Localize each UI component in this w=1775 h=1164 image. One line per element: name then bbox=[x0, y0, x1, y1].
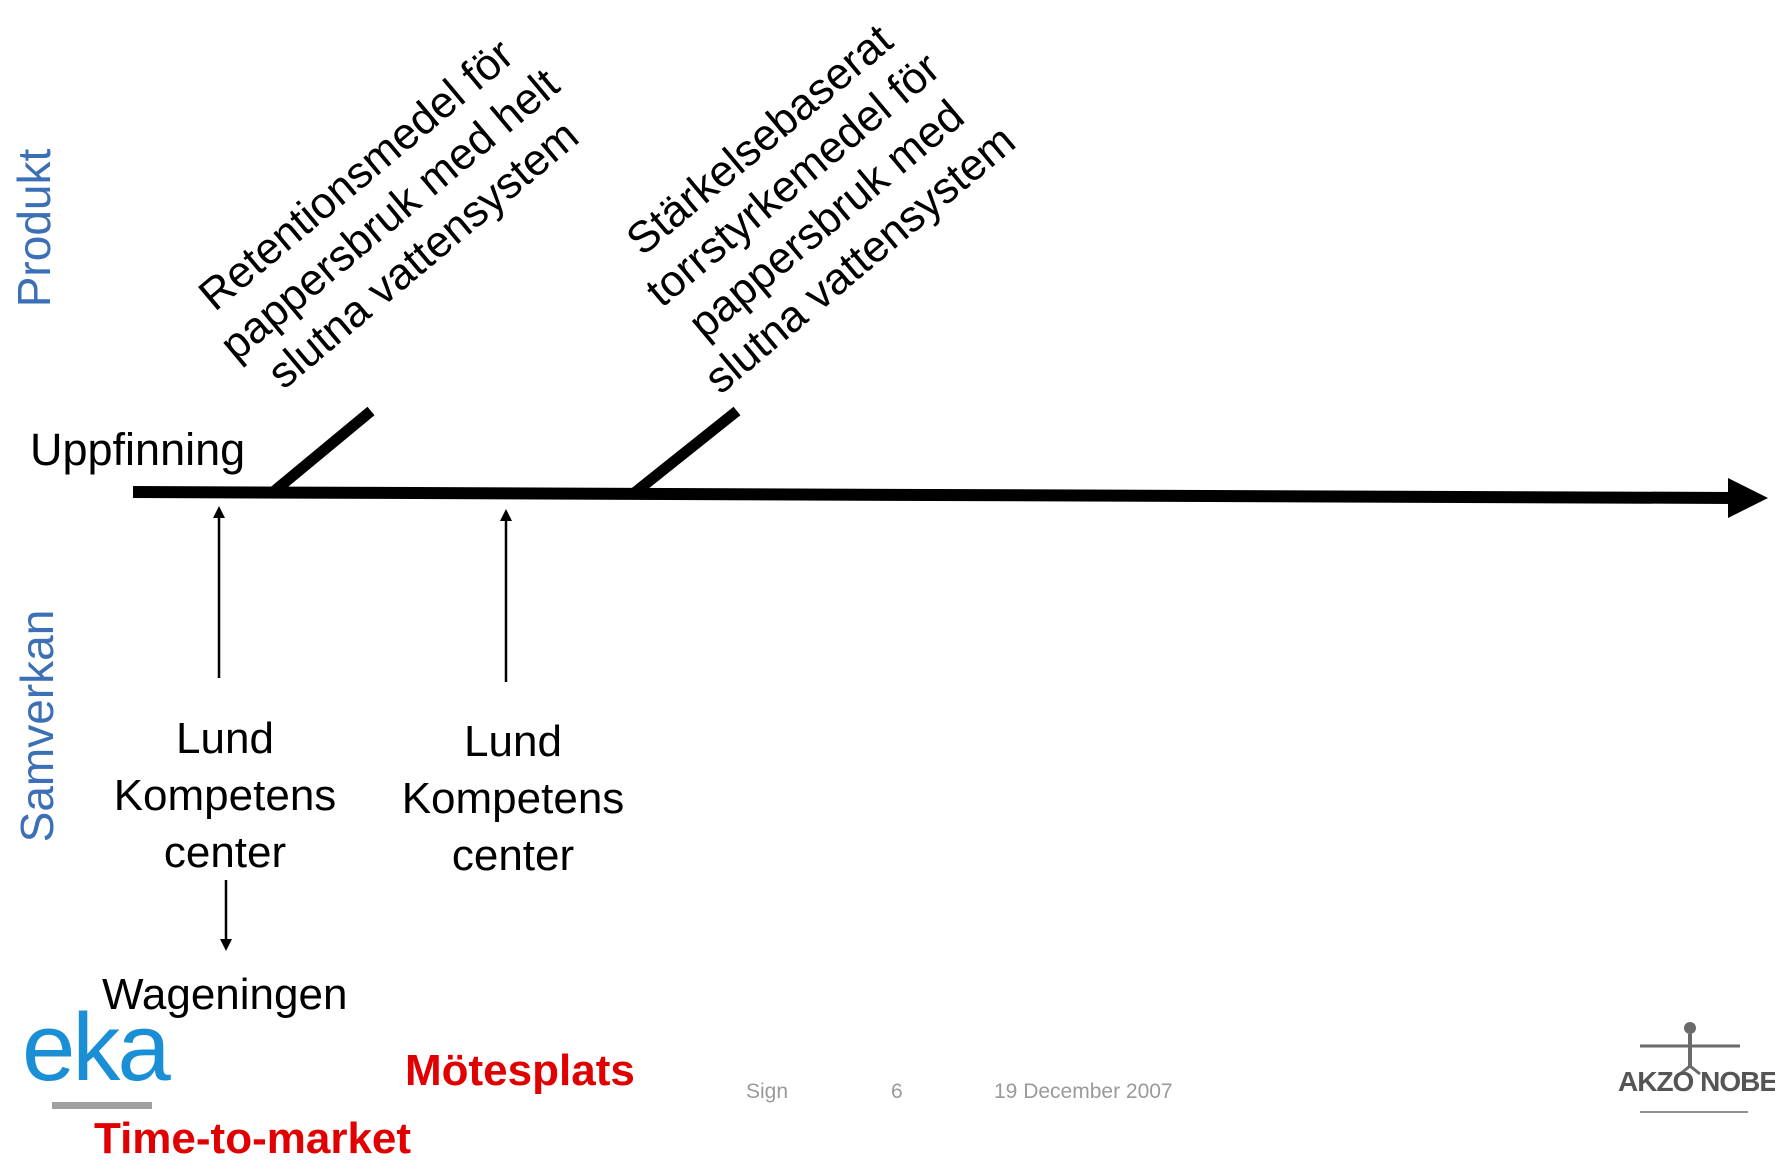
eka-logo: eka bbox=[22, 994, 171, 1101]
milestone-tick-2 bbox=[629, 406, 741, 499]
akzo-figure-icon bbox=[1640, 1022, 1740, 1076]
collab-label-2-line-3: center bbox=[451, 831, 575, 880]
collab-label-1-line-3: center bbox=[163, 828, 287, 877]
timeline-start-label: Uppfinning bbox=[30, 424, 246, 475]
footer-sign: Sign bbox=[746, 1080, 789, 1103]
timeline-arrowhead bbox=[1728, 478, 1768, 518]
footer-page-number: 6 bbox=[891, 1080, 903, 1103]
axis-label-produkt: Produkt bbox=[8, 148, 60, 308]
timeline-axis bbox=[132, 486, 1736, 504]
wageningen-label: Wageningen bbox=[102, 970, 348, 1019]
collab-label-2-line-2: Kompetens bbox=[401, 774, 625, 823]
axis-label-samverkan: Samverkan bbox=[11, 609, 63, 843]
eka-underline bbox=[52, 1102, 152, 1109]
collab-label-2-line-1: Lund bbox=[464, 717, 562, 766]
collab-label-1: Lund Kompetens center bbox=[114, 710, 337, 881]
time-to-market-label: Time-to-market bbox=[94, 1114, 412, 1163]
collab-label-1-line-1: Lund bbox=[176, 714, 274, 763]
collab-label-1-line-2: Kompetens bbox=[113, 771, 337, 820]
milestone-tick-1 bbox=[268, 406, 375, 498]
collab-label-2: Lund Kompetens center bbox=[402, 713, 625, 884]
motesplats-label: Mötesplats bbox=[405, 1046, 635, 1095]
footer-date: 19 December 2007 bbox=[994, 1080, 1173, 1103]
akzo-nobel-logo: AKZO NOBEL bbox=[1618, 1066, 1775, 1097]
